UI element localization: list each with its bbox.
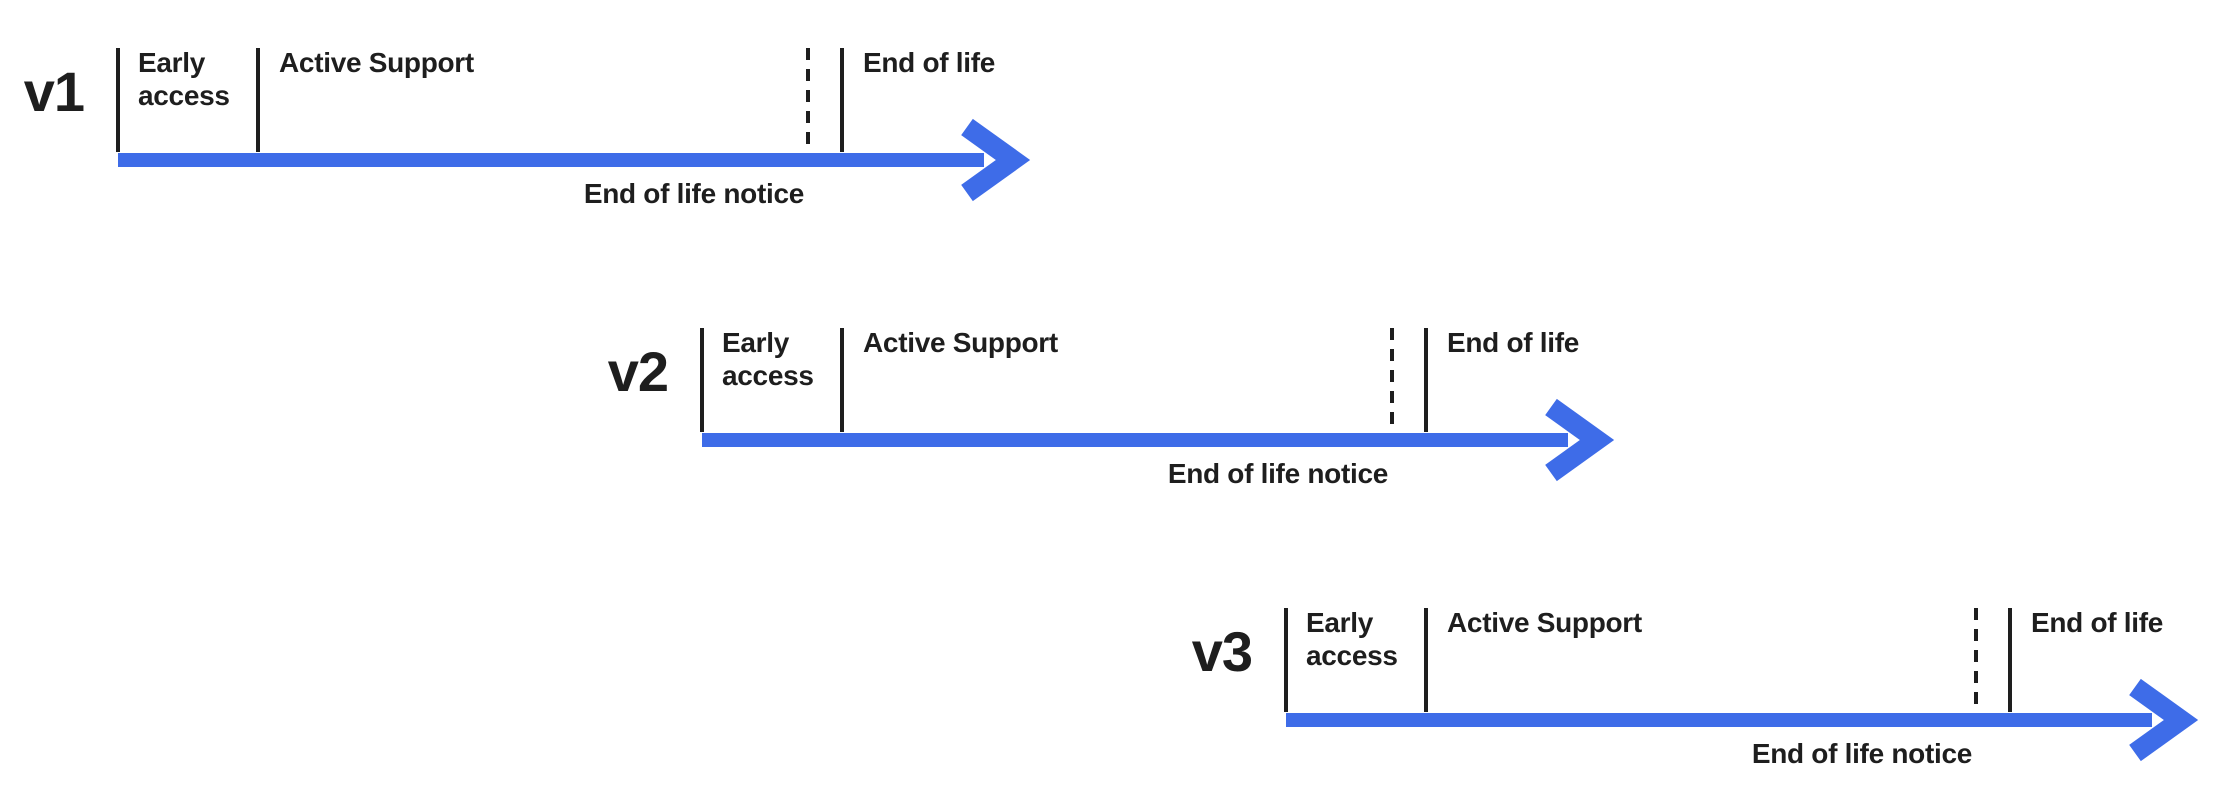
end-of-life-label: End of life [863, 47, 996, 78]
arrowhead-icon [1545, 398, 1615, 482]
version-label: v1 [23, 60, 85, 123]
timeline-bar [1286, 713, 2152, 727]
end-of-life-label: End of life [2031, 607, 2164, 638]
end-of-life-notice-label: End of life notice [583, 178, 804, 209]
early-access-label: Early access [138, 47, 230, 111]
arrowhead-icon [961, 118, 1031, 202]
version-label: v3 [1191, 620, 1253, 683]
active-support-label: Active Support [863, 327, 1058, 358]
active-support-label: Active Support [1447, 607, 1642, 638]
version-label: v2 [607, 340, 669, 403]
active-support-label: Active Support [279, 47, 474, 78]
end-of-life-label: End of life [1447, 327, 1580, 358]
end-of-life-notice-label: End of life notice [1167, 458, 1388, 489]
timeline-v3-arrow-graphic [1284, 608, 2199, 762]
arrowhead-icon [2129, 678, 2199, 762]
timeline-bar [702, 433, 1568, 447]
early-access-label: Early access [1306, 607, 1398, 671]
early-access-label: Early access [722, 327, 814, 391]
end-of-life-notice-label: End of life notice [1751, 738, 1972, 769]
timeline-v1-arrow-graphic [116, 48, 1031, 202]
timeline-v2-arrow-graphic [700, 328, 1615, 482]
timeline-bar [118, 153, 984, 167]
